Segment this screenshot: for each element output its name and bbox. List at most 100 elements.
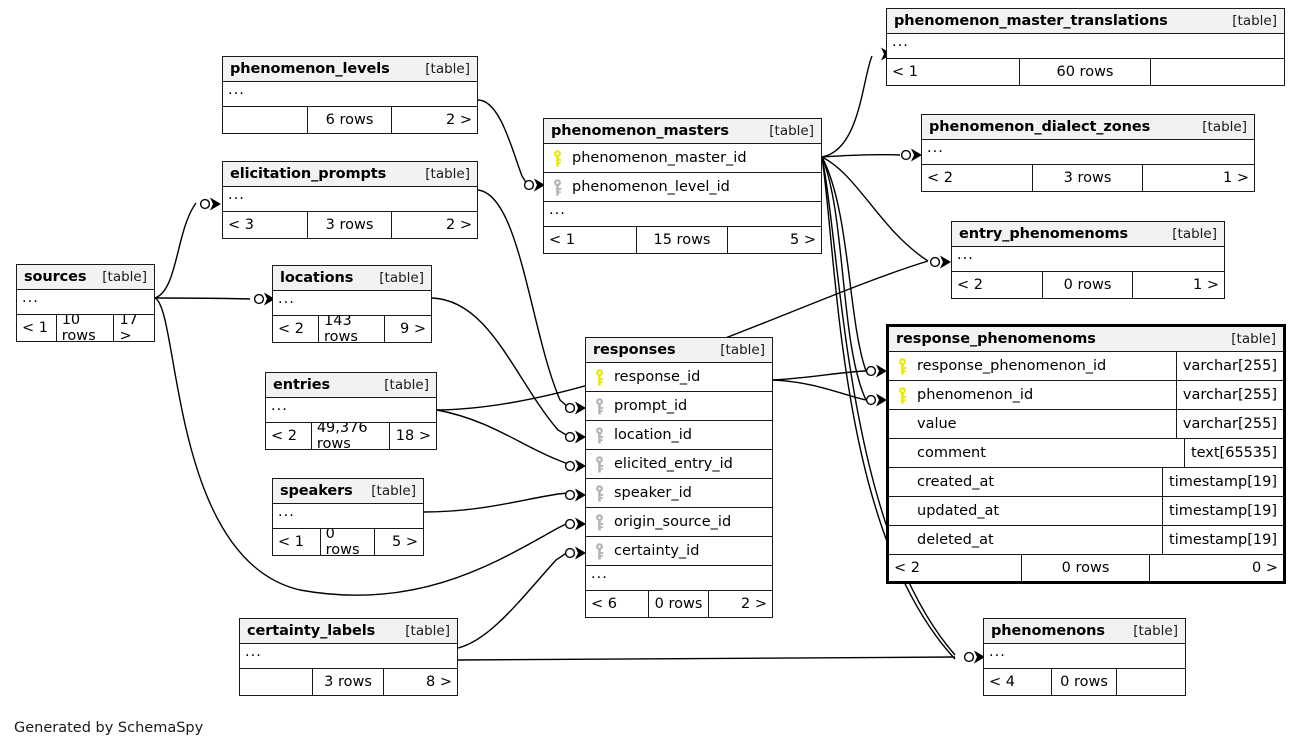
connector-responses-prompt-in [564, 401, 586, 415]
footer-row-count: 0 rows [1043, 272, 1133, 298]
column-name: deleted_at [917, 532, 994, 548]
edge-certainty_labels-to-phenomenons [457, 656, 956, 661]
column-name: comment [917, 445, 986, 461]
column-row[interactable]: certainty_id [586, 537, 772, 566]
table-type-tag: [table] [1231, 330, 1276, 347]
connector-phenomenon_masters-level-in [523, 178, 545, 192]
foreign-key-icon [586, 397, 612, 415]
column-row[interactable]: phenomenon_level_id [544, 173, 821, 202]
edge-phenomenon_masters-to-phenomenon_master_translations [821, 55, 873, 158]
table-title: entry_phenomenoms [959, 225, 1129, 242]
primary-key-icon [544, 149, 570, 167]
table-phenomenon_master_translations[interactable]: phenomenon_master_translations[table]...… [886, 8, 1285, 86]
table-response_phenomenoms[interactable]: response_phenomenoms[table]response_phen… [886, 324, 1286, 584]
table-type-tag: [table] [1172, 225, 1217, 242]
foreign-key-icon [586, 542, 612, 560]
edge-phenomenon_masters-to-response_phenomenoms_2 [821, 156, 867, 401]
more-columns-ellipsis: ... [544, 202, 821, 227]
edge-phenomenon_levels-to-phenomenon_masters [477, 99, 528, 185]
table-title: phenomenon_masters [551, 122, 729, 139]
table-title: phenomenons [991, 622, 1105, 639]
footer-inbound-relations: < 1 [17, 315, 57, 341]
column-row[interactable]: response_id [586, 363, 772, 392]
column-name: origin_source_id [614, 514, 732, 530]
connector-responses-source-in [564, 517, 586, 531]
footer-row-count: 143 rows [319, 316, 386, 342]
more-columns-ellipsis: ... [922, 140, 1254, 165]
footer-outbound-relations: 2 > [741, 596, 767, 612]
footer-row-count: 60 rows [1020, 59, 1151, 85]
column-row[interactable]: phenomenon_master_id [544, 144, 821, 173]
footer-outbound-relations: 18 > [395, 428, 431, 444]
edge-sources-to-elicitation_prompts [154, 202, 197, 299]
column-type: timestamp[19] [1162, 497, 1283, 525]
connector-responses-speaker-in [564, 488, 586, 502]
footer-row-count: 10 rows [57, 315, 115, 341]
footer-inbound-relations: < 2 [266, 423, 312, 449]
footer-inbound-relations: < 2 [273, 316, 319, 342]
more-columns-ellipsis: ... [887, 34, 1284, 59]
column-name: elicited_entry_id [614, 456, 733, 472]
footer-outbound-relations [1117, 669, 1185, 695]
connector-responses-certainty-in [564, 546, 586, 560]
foreign-key-icon [586, 455, 612, 473]
table-type-tag: [table] [425, 60, 470, 77]
footer-inbound-relations: < 1 [544, 227, 637, 253]
schemaspy-credit: Generated by SchemaSpy [14, 720, 204, 736]
connector-elicitation_prompts-in [199, 197, 221, 211]
edge-certainty_labels-to-responses_certainty [457, 551, 569, 649]
table-header: elicitation_prompts[table] [223, 162, 477, 187]
column-row[interactable]: speaker_id [586, 479, 772, 508]
table-header: phenomenon_masters[table] [544, 119, 821, 144]
primary-key-icon [889, 357, 915, 375]
foreign-key-icon [544, 178, 570, 196]
more-columns-ellipsis: ... [223, 82, 477, 107]
column-name: value [917, 416, 957, 432]
table-header: phenomenon_levels [table] [223, 57, 477, 82]
footer-inbound-relations: < 4 [984, 669, 1052, 695]
more-columns-ellipsis: ... [223, 187, 477, 212]
table-title: phenomenon_levels [230, 60, 390, 77]
column-name: response_id [614, 369, 701, 385]
edge-responses-to-response_phenomenoms_1 [772, 370, 867, 381]
table-phenomenon_masters[interactable]: phenomenon_masters[table]phenomenon_mast… [543, 118, 822, 254]
table-type-tag: [table] [405, 622, 450, 639]
table-header: phenomenons[table] [984, 619, 1185, 644]
table-header: responses[table] [586, 338, 772, 363]
column-row[interactable]: location_id [586, 421, 772, 450]
column-name: phenomenon_level_id [572, 179, 730, 195]
connector-response_phenomenoms-pk2-in [865, 393, 887, 407]
footer-inbound-relations: < 1 [273, 529, 321, 555]
column-row[interactable]: prompt_id [586, 392, 772, 421]
table-header: entry_phenomenoms [table] [952, 222, 1224, 247]
column-row[interactable]: elicited_entry_id [586, 450, 772, 479]
column-name: response_phenomenon_id [917, 358, 1107, 374]
table-type-tag: [table] [102, 268, 147, 285]
column-row[interactable]: origin_source_id [586, 508, 772, 537]
foreign-key-icon [586, 513, 612, 531]
edge-entries-to-responses_entry [436, 409, 569, 465]
table-header: sources[table] [17, 265, 154, 290]
table-title: entries [273, 376, 330, 393]
